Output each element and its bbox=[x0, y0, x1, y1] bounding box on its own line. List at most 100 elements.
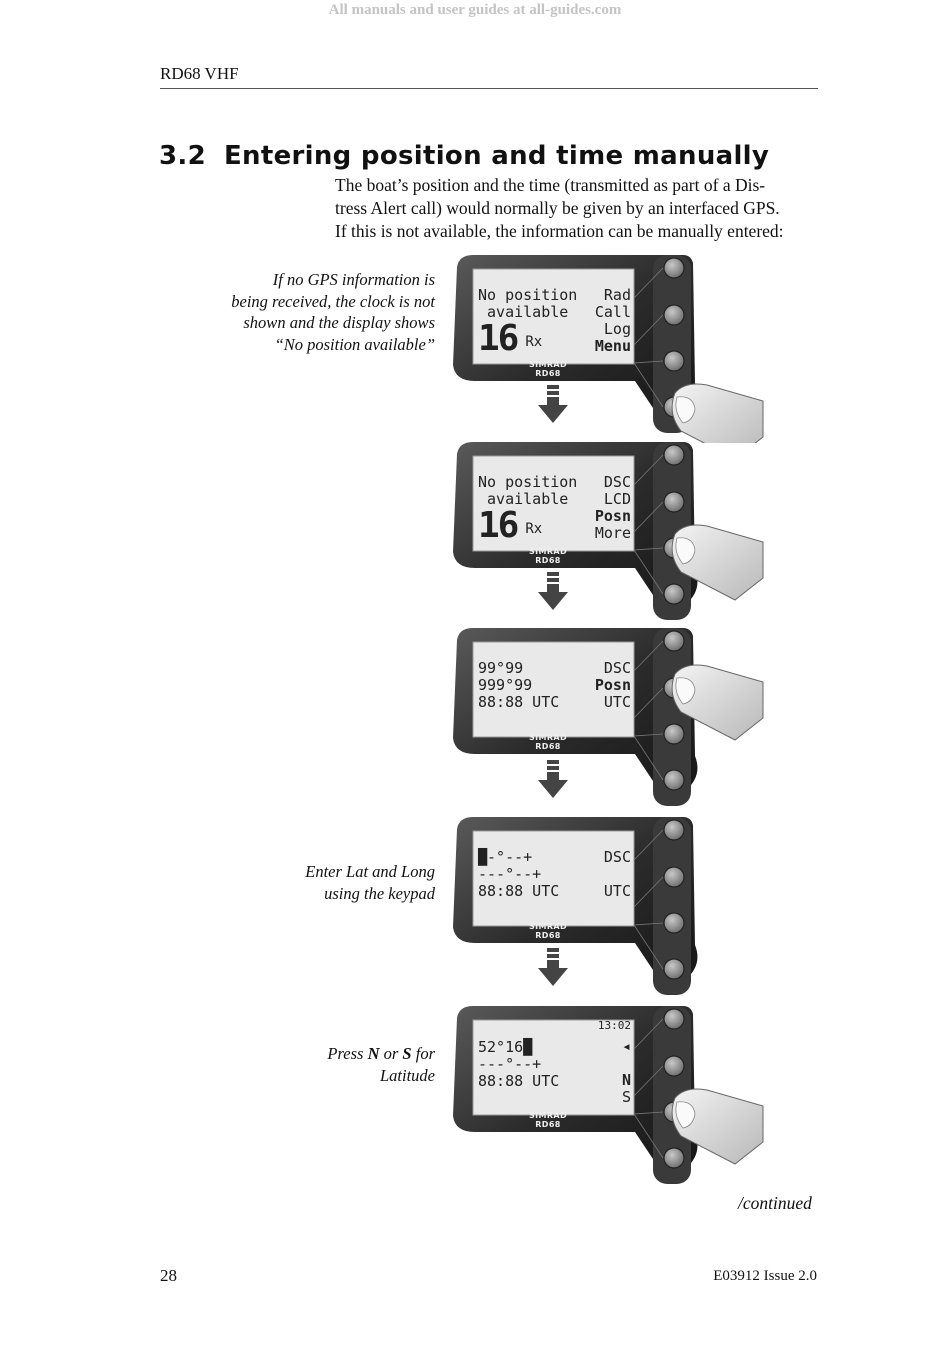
page-number: 28 bbox=[160, 1266, 177, 1285]
section-number: 3.2 bbox=[159, 141, 206, 171]
softkey-button bbox=[663, 1008, 685, 1030]
watermark: All manuals and user guides at all-guide… bbox=[328, 2, 622, 18]
intro-line: If this is not available, the informatio… bbox=[335, 221, 784, 241]
intro-line: The boat’s position and the time (transm… bbox=[335, 175, 766, 195]
down-arrow-icon bbox=[538, 385, 568, 425]
caption-line: Press N or S for bbox=[327, 1044, 435, 1063]
softkey-label: More bbox=[594, 524, 631, 542]
softkey-label: DSC bbox=[603, 848, 631, 866]
softkey-button bbox=[663, 819, 685, 841]
caption-enter-lat-long: Enter Lat and Long using the keypad bbox=[305, 861, 435, 904]
finger-icon bbox=[671, 1088, 764, 1165]
lcd-line: 88:88 UTC bbox=[478, 1072, 560, 1090]
lcd-clock: 13:02 bbox=[597, 1019, 631, 1032]
document-code: E03912 Issue 2.0 bbox=[713, 1268, 817, 1284]
down-arrow-icon bbox=[538, 572, 568, 612]
channel-number: 16 bbox=[478, 318, 519, 359]
softkey-button bbox=[663, 444, 685, 466]
radio-display-illustration: █-°--+---°--+88:88 UTC DSC UTC SIMRAD RD68 bbox=[445, 815, 765, 1000]
finger-icon bbox=[671, 664, 764, 741]
lcd-line: ---°--+ bbox=[478, 1055, 542, 1073]
caption-no-gps: If no GPS information is being received,… bbox=[231, 269, 435, 355]
brand-label: SIMRAD RD68 bbox=[528, 360, 568, 378]
intro-line: tress Alert call) would normally be give… bbox=[335, 198, 780, 218]
rx-status: Rx bbox=[525, 521, 543, 537]
softkey-label: N bbox=[621, 1071, 631, 1089]
brand-label: SIMRAD RD68 bbox=[528, 733, 568, 751]
header-rule bbox=[160, 88, 818, 89]
softkey-label: Rad bbox=[603, 286, 631, 304]
lcd-line: available bbox=[478, 490, 569, 508]
lcd-line: 52°16█ bbox=[478, 1038, 533, 1056]
lcd-line: No position bbox=[478, 286, 578, 304]
softkey-label: Call bbox=[594, 303, 631, 321]
running-header: RD68 VHF bbox=[160, 64, 239, 83]
lcd-left-text: █-°--+---°--+88:88 UTC bbox=[478, 849, 559, 900]
lcd-line: available bbox=[478, 303, 569, 321]
caption-line: Latitude bbox=[379, 1065, 435, 1085]
down-arrow-icon bbox=[538, 760, 568, 800]
softkey-button bbox=[663, 350, 685, 372]
softkey-button bbox=[663, 866, 685, 888]
lcd-line: 88:88 UTC bbox=[478, 882, 560, 900]
softkey-labels: DSC UTC bbox=[577, 849, 631, 900]
softkey-button bbox=[663, 769, 685, 791]
softkey-button bbox=[663, 912, 685, 934]
lcd-line: No position bbox=[478, 473, 578, 491]
softkey-label: LCD bbox=[603, 490, 631, 508]
softkey-button bbox=[663, 1055, 685, 1077]
brand-label: SIMRAD RD68 bbox=[528, 1111, 568, 1129]
softkey-button bbox=[663, 583, 685, 605]
caption-line: Enter Lat and Long bbox=[305, 862, 435, 881]
softkey-label bbox=[577, 1055, 631, 1072]
caption-press-ns: Press N or S for Latitude bbox=[327, 1043, 435, 1086]
lcd-line: █-°--+ bbox=[478, 848, 533, 866]
lcd-line: ---°--+ bbox=[478, 865, 542, 883]
softkey-label: UTC bbox=[603, 693, 631, 711]
softkey-label: Posn bbox=[594, 507, 631, 525]
softkey-button bbox=[663, 491, 685, 513]
down-arrow-icon bbox=[538, 948, 568, 988]
softkey-button bbox=[663, 257, 685, 279]
finger-icon bbox=[671, 383, 764, 443]
section-title: 3.2 Entering position and time manually bbox=[159, 141, 769, 171]
softkey-label: Log bbox=[603, 320, 631, 338]
rx-status: Rx bbox=[525, 334, 543, 350]
caption-line: using the keypad bbox=[324, 883, 435, 903]
softkey-label: Posn bbox=[594, 676, 631, 694]
caption-line: shown and the display shows bbox=[243, 313, 435, 332]
caption-line: “No position available” bbox=[274, 334, 435, 354]
continued-note: /continued bbox=[738, 1193, 812, 1213]
softkey-button bbox=[663, 723, 685, 745]
finger-icon bbox=[671, 524, 764, 601]
intro-paragraph: The boat’s position and the time (transm… bbox=[335, 174, 825, 243]
softkey-label bbox=[577, 866, 631, 883]
section-heading: Entering position and time manually bbox=[223, 141, 770, 171]
softkey-button bbox=[663, 958, 685, 980]
caption-line: If no GPS information is bbox=[272, 270, 435, 289]
softkey-label: DSC bbox=[603, 473, 631, 491]
softkey-button bbox=[663, 304, 685, 326]
softkey-label: ◂ bbox=[621, 1037, 631, 1055]
caption-line: being received, the clock is not bbox=[231, 291, 435, 311]
softkey-label: Menu bbox=[594, 337, 631, 355]
channel-row: 16 Rx bbox=[478, 321, 577, 357]
lcd-line: 88:88 UTC bbox=[478, 693, 560, 711]
lcd-left-text: 52°16█---°--+88:88 UTC bbox=[478, 1039, 559, 1090]
lcd-line: 99°99 bbox=[478, 659, 524, 677]
softkey-label: UTC bbox=[603, 882, 631, 900]
softkey-label: DSC bbox=[603, 659, 631, 677]
softkey-button bbox=[663, 630, 685, 652]
brand-label: SIMRAD RD68 bbox=[528, 922, 568, 940]
